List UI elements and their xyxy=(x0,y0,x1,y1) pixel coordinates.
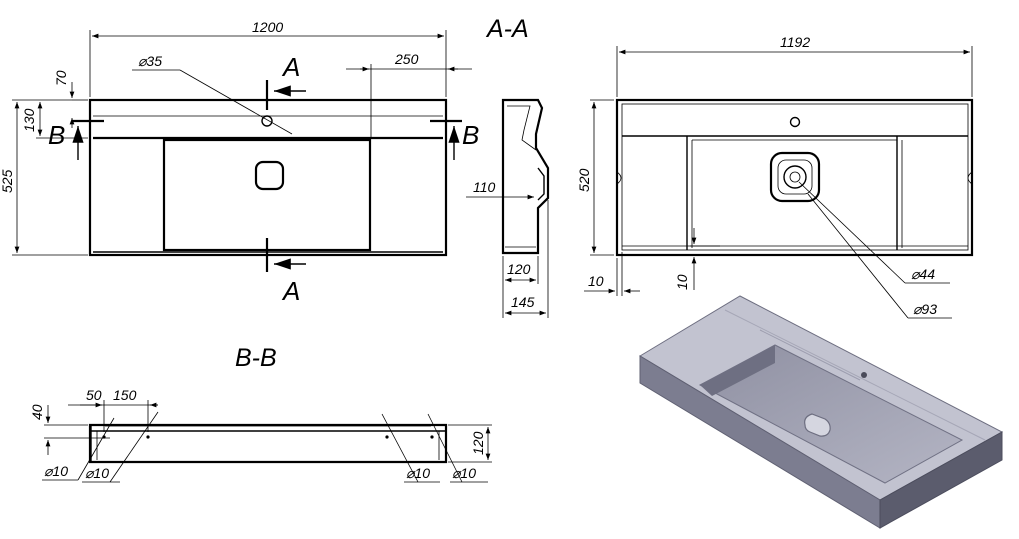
marker-b-left: B xyxy=(48,120,65,150)
hole-marker-4 xyxy=(430,435,434,439)
dim-70: 70 xyxy=(53,70,69,86)
dim-110: 110 xyxy=(473,179,496,195)
tap-hole-bottom-icon xyxy=(789,116,801,128)
render-drain-icon xyxy=(804,413,831,437)
dim-50: 50 xyxy=(86,387,102,403)
dim-10-bottom: 10 xyxy=(674,274,690,290)
dim-120-side: 120 xyxy=(507,261,531,277)
dim-d35: ⌀35 xyxy=(138,53,162,69)
drain-bottom-icon xyxy=(769,151,821,203)
dim-d10-3: ⌀10 xyxy=(406,465,430,481)
marker-a-top: A xyxy=(281,52,300,82)
dim-525: 525 xyxy=(0,169,15,193)
drain-icon xyxy=(254,160,285,191)
dim-10-left: 10 xyxy=(588,273,604,289)
dim-d10-2: ⌀10 xyxy=(85,465,109,481)
render-right-side xyxy=(879,431,1003,529)
dim-40: 40 xyxy=(29,404,45,420)
leader-d35 xyxy=(179,69,293,135)
dim-250: 250 xyxy=(394,51,419,67)
bottom-view-outline xyxy=(615,98,974,257)
dim-d44: ⌀44 xyxy=(911,266,935,282)
section-bb-outline xyxy=(88,423,448,464)
dim-145: 145 xyxy=(511,294,535,310)
tap-hole-icon xyxy=(261,115,273,127)
dim-520: 520 xyxy=(576,168,592,192)
hole-marker-3 xyxy=(385,435,389,439)
dim-d10-1: ⌀10 xyxy=(44,463,68,479)
dim-d10-4: ⌀10 xyxy=(452,465,476,481)
bottom-view xyxy=(584,46,974,319)
dim-d93: ⌀93 xyxy=(913,301,937,317)
marker-b-right: B xyxy=(462,120,479,150)
hole-marker-2 xyxy=(146,435,150,439)
top-view xyxy=(12,30,472,272)
section-bb-title: B-B xyxy=(235,344,277,372)
side-view-outline xyxy=(501,98,550,255)
top-view-basin xyxy=(162,138,372,252)
section-bb-view xyxy=(42,400,492,483)
top-view-outline xyxy=(88,98,448,257)
section-aa-title: A-A xyxy=(485,15,529,43)
dim-1200: 1200 xyxy=(252,19,283,35)
dim-150: 150 xyxy=(113,387,137,403)
side-view xyxy=(466,98,550,318)
dim-1192: 1192 xyxy=(780,34,810,50)
render-tap-hole-icon xyxy=(861,372,867,378)
dim-120-section: 120 xyxy=(470,431,486,455)
dim-130: 130 xyxy=(21,108,37,132)
render-3d xyxy=(639,295,1004,529)
marker-a-bottom: A xyxy=(281,276,300,306)
